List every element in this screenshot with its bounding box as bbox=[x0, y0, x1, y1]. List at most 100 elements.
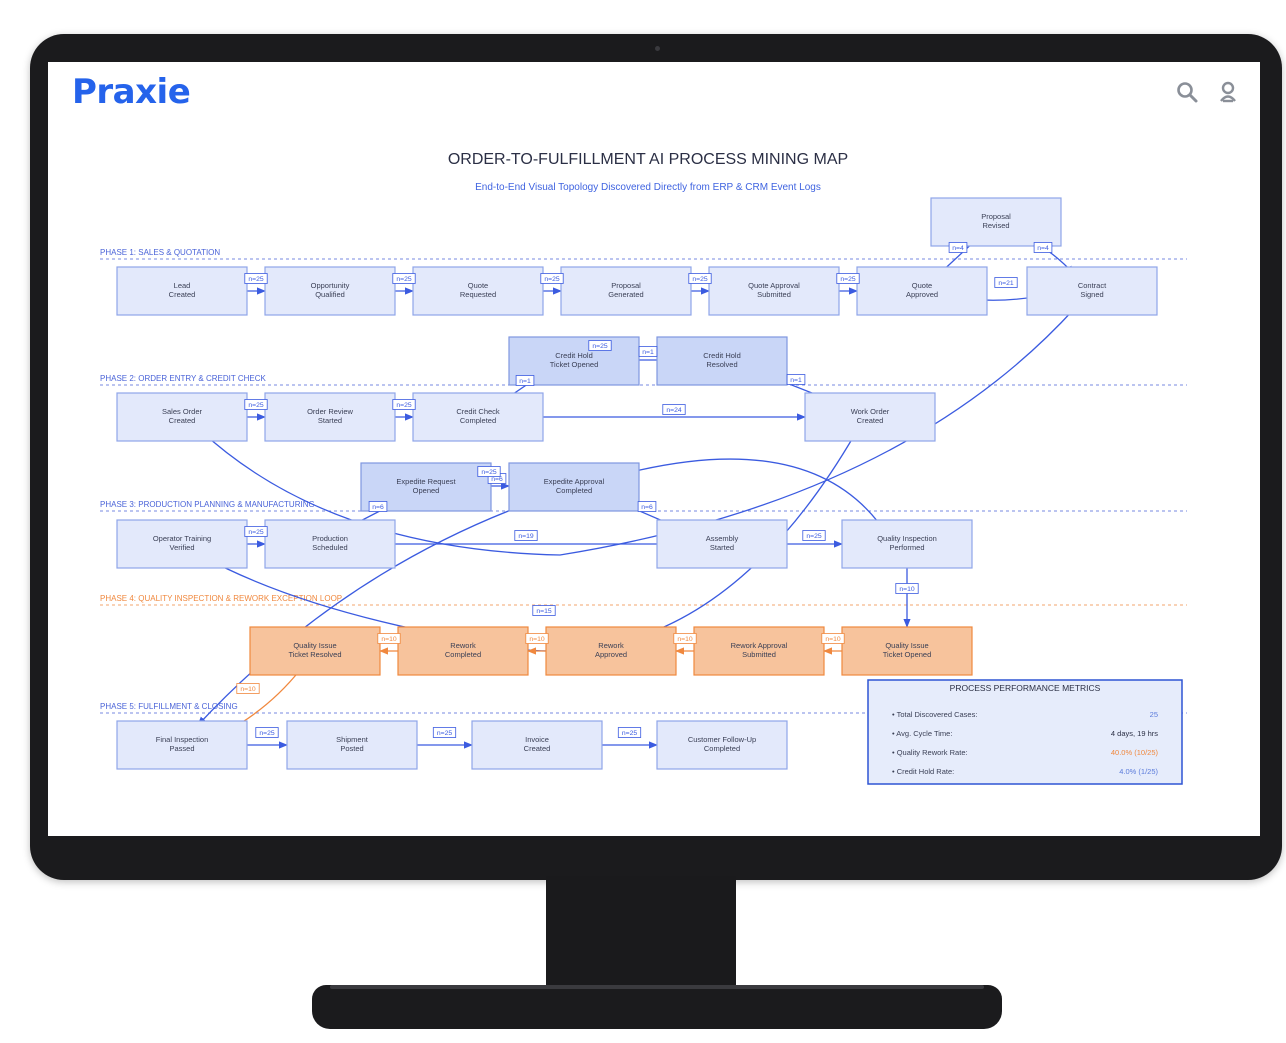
edge-count-box bbox=[673, 633, 697, 644]
edge-count-box bbox=[821, 633, 845, 644]
edge-count-box bbox=[994, 277, 1018, 288]
node-label: Ticket Opened bbox=[883, 650, 932, 659]
node-label: Invoice bbox=[525, 735, 549, 744]
edge-count-text: n=4 bbox=[952, 245, 964, 252]
node-label: Quote bbox=[912, 281, 932, 290]
node-box bbox=[116, 266, 248, 316]
edge-count-text: n=10 bbox=[899, 586, 915, 593]
edge-count-box bbox=[540, 273, 564, 284]
node-box bbox=[412, 392, 544, 442]
node-label: Quality Issue bbox=[885, 641, 928, 650]
edge-count-text: n=10 bbox=[677, 636, 693, 643]
node-label: Generated bbox=[608, 290, 643, 299]
node-label: Quote Approval bbox=[748, 281, 800, 290]
phase-label: PHASE 3: PRODUCTION PLANNING & MANUFACTU… bbox=[100, 500, 315, 509]
edge-count-quoteapp-proprev: n=4 bbox=[948, 242, 968, 253]
node-label: Approved bbox=[906, 290, 938, 299]
edge-count-box bbox=[377, 633, 401, 644]
edge-count-sp-ic: n=25 bbox=[432, 727, 457, 738]
edge-count-box bbox=[895, 583, 919, 594]
edge-count-ccc-cho: n=1 bbox=[515, 375, 535, 386]
edge-count-box bbox=[514, 530, 538, 541]
phase-label: PHASE 2: ORDER ENTRY & CREDIT CHECK bbox=[100, 374, 266, 383]
search-icon[interactable] bbox=[1175, 80, 1199, 104]
user-icon[interactable] bbox=[1216, 80, 1240, 104]
edge-count-ra-rc: n=10 bbox=[525, 633, 549, 644]
praxie-logo[interactable]: Praxie bbox=[72, 72, 191, 112]
edge-count-box bbox=[836, 273, 860, 284]
node-label: Requested bbox=[460, 290, 496, 299]
edge-count-text: n=1 bbox=[790, 377, 802, 384]
edge-count-box bbox=[244, 526, 268, 537]
node-box bbox=[656, 720, 788, 770]
node-label: Operator Training bbox=[153, 534, 211, 543]
metric-value: 40.0% (10/25) bbox=[1111, 748, 1159, 757]
node-box bbox=[471, 720, 603, 770]
edge-count-box bbox=[1033, 242, 1053, 253]
edge-count-so-ors: n=25 bbox=[244, 399, 268, 410]
node-count-cho: n=25 bbox=[588, 340, 612, 351]
edge-count-text: n=6 bbox=[641, 504, 653, 511]
metric-label: • Total Discovered Cases: bbox=[892, 710, 977, 719]
edge-count-qas-quoteapp: n=25 bbox=[836, 273, 860, 284]
process-mining-diagram: ORDER-TO-FULFILLMENT AI PROCESS MINING M… bbox=[100, 151, 1187, 785]
edge-count-cho-chr: n=1 bbox=[638, 346, 658, 357]
edge-count-box bbox=[515, 375, 535, 386]
node-count-box bbox=[477, 466, 501, 477]
edge-count-text: n=25 bbox=[259, 730, 275, 737]
node-label: Ticket Opened bbox=[550, 360, 599, 369]
node-label: Opportunity bbox=[311, 281, 350, 290]
edge-count-text: n=25 bbox=[692, 276, 708, 283]
node-label: Rework Approval bbox=[731, 641, 788, 650]
node-box bbox=[656, 519, 788, 569]
edge-count-box bbox=[638, 346, 658, 357]
node-box bbox=[1026, 266, 1158, 316]
edge-count-text: n=10 bbox=[825, 636, 841, 643]
node-box bbox=[508, 462, 640, 512]
node-label: Qualified bbox=[315, 290, 345, 299]
node-box bbox=[841, 519, 973, 569]
monitor-stand-neck bbox=[546, 876, 736, 996]
edge-count-text: n=25 bbox=[544, 276, 560, 283]
edge-count-box bbox=[662, 404, 686, 415]
edge-count-text: n=6 bbox=[372, 504, 384, 511]
edge-count-text: n=1 bbox=[519, 378, 531, 385]
node-label: Submitted bbox=[742, 650, 776, 659]
edge-count-box bbox=[392, 399, 416, 410]
node-box bbox=[116, 519, 248, 569]
node-box bbox=[397, 626, 529, 676]
edge-count-quoteapp-contract: n=21 bbox=[994, 277, 1018, 288]
edge-count-text: n=10 bbox=[381, 636, 397, 643]
edge-count-box bbox=[244, 399, 268, 410]
edge-count-text: n=10 bbox=[240, 686, 256, 693]
node-box bbox=[693, 626, 825, 676]
node-label: Production bbox=[312, 534, 348, 543]
node-box bbox=[116, 720, 248, 770]
node-label: Credit Hold bbox=[555, 351, 593, 360]
edge-count-box bbox=[432, 727, 457, 738]
edge-count-as-qip: n=25 bbox=[802, 530, 826, 541]
node-box bbox=[656, 336, 788, 386]
edge-count-ps-ero: n=6 bbox=[368, 501, 388, 512]
node-label: Completed bbox=[556, 486, 592, 495]
node-label: Shipment bbox=[336, 735, 369, 744]
node-box bbox=[708, 266, 840, 316]
app-header: Praxie bbox=[48, 62, 1260, 124]
node-label: Customer Follow-Up bbox=[688, 735, 756, 744]
edge-count-fip-sp: n=25 bbox=[255, 727, 279, 738]
metric-label: • Credit Hold Rate: bbox=[892, 767, 954, 776]
node-label: Revised bbox=[982, 221, 1009, 230]
metric-value: 4.0% (1/25) bbox=[1119, 767, 1158, 776]
node-label: Passed bbox=[169, 744, 194, 753]
edge-count-box bbox=[532, 605, 556, 616]
node-label: Signed bbox=[1080, 290, 1103, 299]
